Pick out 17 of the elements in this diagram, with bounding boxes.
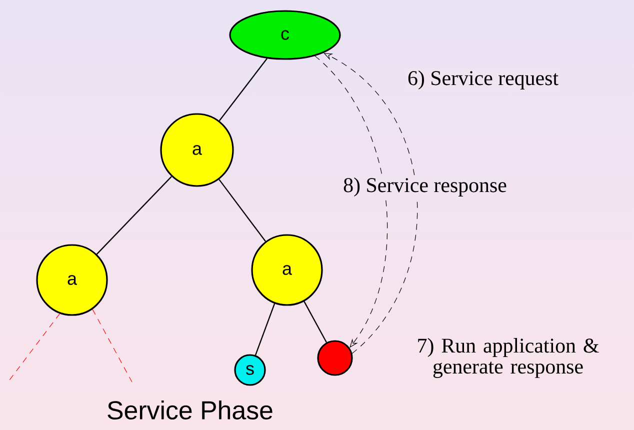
tree-edge (304, 301, 328, 343)
ellipse-node: c (229, 10, 341, 60)
leader-line (8, 313, 60, 382)
tree-edge (96, 176, 172, 255)
circle-node: s (234, 354, 266, 386)
circle-node: a (251, 234, 323, 306)
circle-node (317, 340, 353, 376)
circle-node: a (160, 113, 234, 187)
title: Service Phase (108, 400, 272, 420)
edge-label: 6) Service request (406, 70, 560, 90)
leader-line (92, 309, 132, 382)
circle-node: a (36, 244, 108, 316)
edge-label: 8) Service response (342, 176, 508, 198)
tree-edge (218, 58, 268, 122)
tree-edge (254, 303, 276, 356)
tree-edge (218, 179, 266, 242)
step-label: 7) Run application & generate response (418, 338, 599, 378)
